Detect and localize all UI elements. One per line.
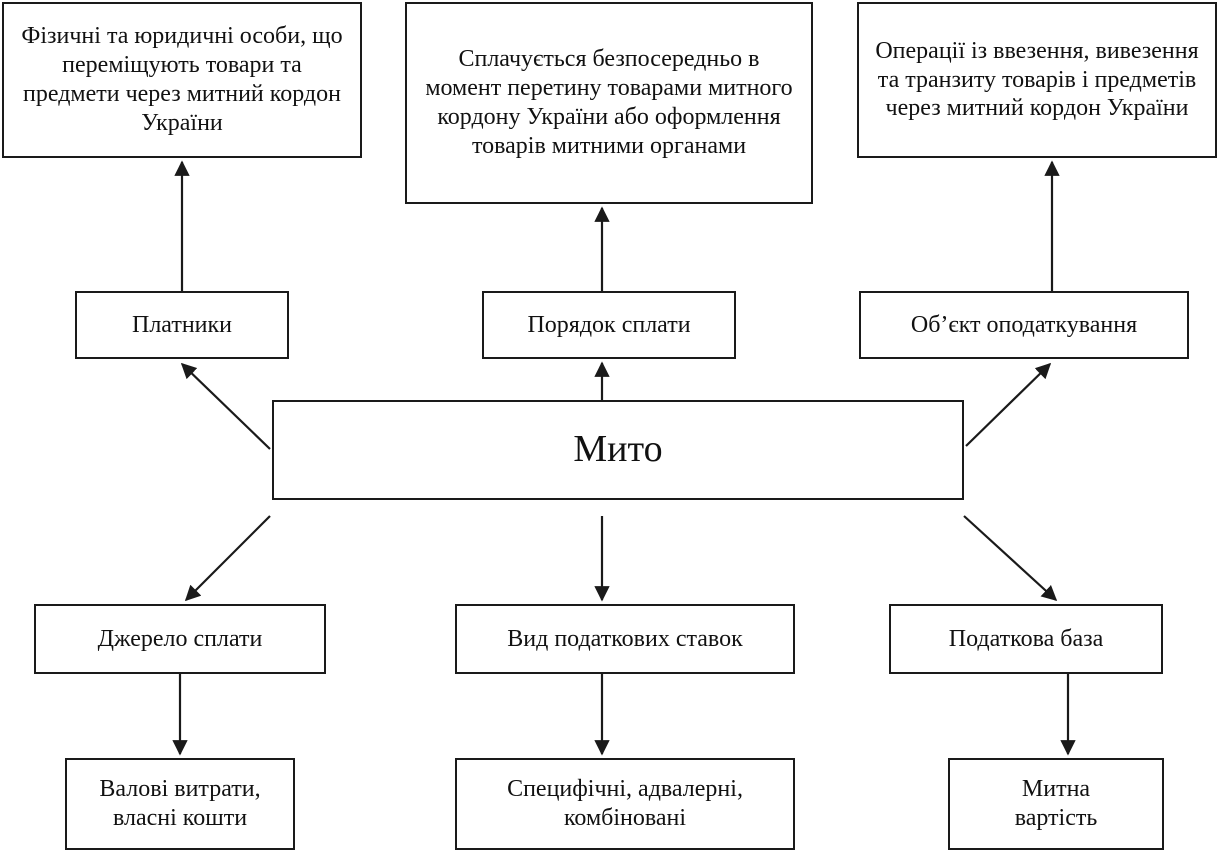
payment-order-box: Порядок сплати [482, 291, 736, 359]
arrow-center-to-payers [180, 362, 271, 450]
payment-order-description-text: Сплачується безпосередньо в момент перет… [425, 46, 793, 159]
payers-box: Платники [75, 291, 289, 359]
payment-source-description-box: Валові витрати, власні кошти [65, 758, 295, 850]
tax-base-box: Податкова база [889, 604, 1163, 674]
payment-order-label: Порядок сплати [527, 311, 691, 338]
payment-order-description-box: Сплачується безпосередньо в момент перет… [405, 2, 813, 204]
payers-description-box: Фізичні та юридичні особи, що переміщуют… [2, 2, 362, 158]
tax-base-label: Податкова база [948, 625, 1104, 652]
rate-type-box: Вид податкових ставок [455, 604, 795, 674]
tax-object-box: Об’єкт оподаткування [859, 291, 1189, 359]
payment-source-box: Джерело сплати [34, 604, 326, 674]
payers-label: Платники [131, 311, 233, 338]
rate-type-description-text: Специфічні, адвалерні, комбіновані [507, 776, 743, 831]
payment-source-description-text: Валові витрати, власні кошти [99, 776, 261, 831]
arrow-center-to-source [184, 515, 271, 602]
tax-base-description-box: Митна вартість [948, 758, 1164, 850]
rate-type-description-box: Специфічні, адвалерні, комбіновані [455, 758, 795, 850]
arrow-center-to-base [963, 515, 1058, 602]
payment-source-label: Джерело сплати [97, 625, 263, 652]
tax-object-description-box: Операції із ввезення, вивезення та транз… [857, 2, 1217, 158]
rate-type-label: Вид податкових ставок [507, 625, 743, 652]
tax-object-description-text: Операції із ввезення, вивезення та транз… [875, 37, 1199, 122]
arrow-center-to-object [965, 362, 1052, 447]
payers-description-text: Фізичні та юридичні особи, що переміщуют… [21, 23, 343, 136]
tax-base-description-text: Митна вартість [1014, 776, 1098, 831]
center-box: Мито [272, 400, 964, 500]
tax-object-label: Об’єкт оподаткування [910, 311, 1138, 338]
center-title: Мито [573, 428, 663, 471]
